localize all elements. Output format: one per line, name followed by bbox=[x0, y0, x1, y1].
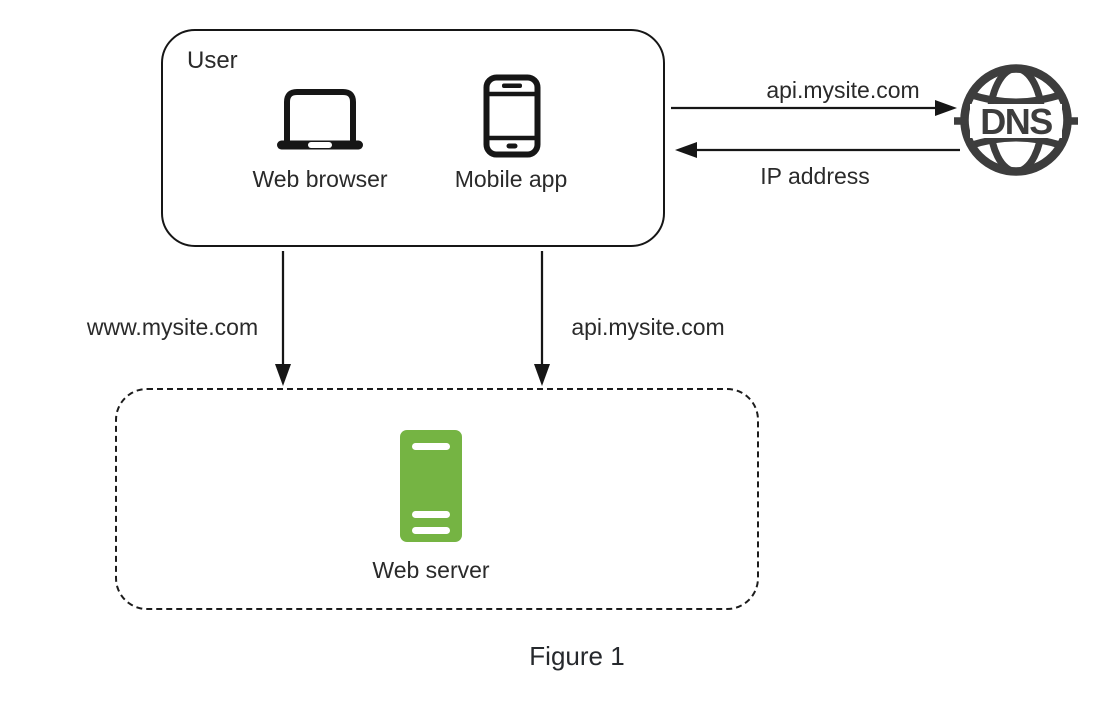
app-to-server-label: api.mysite.com bbox=[571, 314, 725, 340]
globe-icon: DNS bbox=[954, 64, 1078, 176]
server-icon bbox=[400, 430, 462, 542]
user-box-label: User bbox=[187, 47, 238, 74]
server-slot bbox=[412, 527, 450, 534]
arrow-app-to-server bbox=[534, 251, 550, 386]
smartphone-icon bbox=[483, 74, 541, 158]
user-box: User Web browser Mobile app bbox=[161, 29, 665, 247]
figure-caption: Figure 1 bbox=[529, 641, 625, 671]
dns-to-user-label: IP address bbox=[760, 163, 870, 189]
browser-to-server-label: www.mysite.com bbox=[86, 314, 259, 340]
web-browser-label: Web browser bbox=[252, 166, 388, 192]
user-to-dns-label: api.mysite.com bbox=[766, 77, 920, 103]
dns-label: DNS bbox=[980, 101, 1052, 142]
dns-band bbox=[970, 104, 1062, 138]
server-slot bbox=[412, 443, 450, 450]
mobile-app-label: Mobile app bbox=[454, 166, 568, 192]
arrow-browser-to-server bbox=[275, 251, 291, 386]
web-server-label: Web server bbox=[372, 557, 490, 583]
server-slot bbox=[412, 511, 450, 518]
laptop-icon bbox=[277, 89, 363, 150]
server-zone-box: Web server bbox=[115, 388, 759, 610]
arrow-dns-to-user bbox=[675, 142, 960, 158]
